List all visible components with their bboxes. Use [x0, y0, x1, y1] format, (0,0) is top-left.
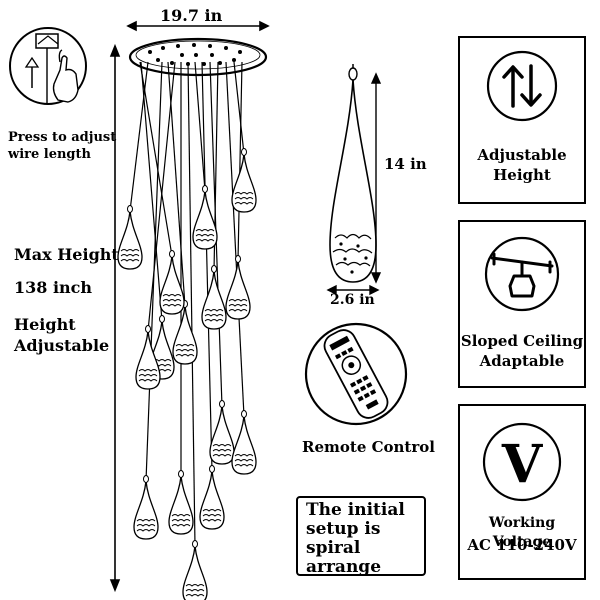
- pendant-height-label: 14 in: [384, 155, 427, 173]
- wire-adjust-detail: [9, 27, 87, 105]
- crystal-drop: [117, 205, 143, 270]
- crystal-drop: [225, 255, 251, 320]
- feature-3-line1: Working Voltage: [488, 515, 556, 550]
- crystal-drop: [231, 410, 257, 475]
- voltage-v-icon: V: [482, 422, 562, 502]
- remote-control-label: Remote Control: [302, 438, 435, 456]
- max-height-label: Max Height: [14, 245, 119, 264]
- up-down-arrows-icon: [486, 50, 558, 122]
- width-dimension-line: [126, 20, 270, 32]
- feature-1-line2: Height: [493, 166, 551, 184]
- pendant-width-label: 2.6 in: [330, 292, 375, 308]
- remote-control-illustration: [304, 322, 408, 426]
- crystal-drop: [159, 250, 185, 315]
- crystal-drop: [133, 475, 159, 540]
- up-arrow-icon: [24, 56, 40, 88]
- height-adjustable-line1: Height: [14, 315, 76, 334]
- feature-working-voltage: V Working Voltage AC 110-240V: [458, 404, 586, 580]
- feature-2-line1: Sloped Ceiling: [460, 332, 584, 350]
- setup-note-line2: setup is: [306, 519, 381, 539]
- pendant-width-dimension-line: [326, 284, 380, 296]
- crystal-drop: [168, 470, 194, 535]
- crystal-drops: [117, 148, 257, 600]
- crystal-drop: [182, 540, 208, 600]
- max-height-dimension-line: [109, 43, 121, 593]
- ceiling-canopy: [128, 37, 268, 77]
- setup-note-line3: spiral arrange: [306, 538, 382, 577]
- pendant-wire: [147, 61, 176, 332]
- pendant-wire: [194, 61, 206, 192]
- svg-text:V: V: [501, 434, 544, 495]
- setup-note-box: The initial setup is spiral arrange: [296, 496, 426, 577]
- height-adjustable-line2: Adjustable: [14, 336, 110, 355]
- pendant-wire: [140, 61, 163, 322]
- pendant-wire: [237, 61, 243, 262]
- feature-2-line2: Adaptable: [479, 352, 565, 370]
- crystal-drop: [172, 300, 198, 365]
- feature-adjustable-height: Adjustable Height: [458, 36, 586, 204]
- adjust-note-line2: wire length: [8, 147, 91, 162]
- pendant-wire: [201, 61, 213, 472]
- pendant-wire: [129, 61, 149, 212]
- crystal-drop: [199, 465, 225, 530]
- pendant-height-dimension-line: [370, 72, 382, 284]
- single-pendant-detail: [329, 64, 377, 283]
- crystal-drop: [192, 185, 218, 250]
- canopy-width-label: 19.7 in: [160, 6, 223, 25]
- pendant-wire: [187, 61, 196, 547]
- crystal-drop: [135, 325, 161, 390]
- adjust-note-line1: Press to adjust: [8, 130, 117, 145]
- feature-1-line1: Adjustable: [477, 146, 567, 164]
- sloped-ceiling-track-icon: [484, 236, 560, 312]
- crystal-drop: [209, 400, 235, 465]
- pressing-hand-icon: [52, 49, 79, 103]
- pendant-wire: [139, 61, 173, 257]
- crystal-drop: [201, 265, 227, 330]
- crystal-drop: [231, 148, 257, 213]
- pendant-wire: [225, 61, 245, 417]
- setup-note-line1: The initial: [306, 500, 405, 520]
- feature-sloped-ceiling: Sloped Ceiling Adaptable: [458, 220, 586, 388]
- max-height-value: 138 inch: [14, 278, 93, 297]
- feature-3-line2: AC 110-240V: [467, 536, 577, 554]
- pendant-wire: [233, 61, 245, 155]
